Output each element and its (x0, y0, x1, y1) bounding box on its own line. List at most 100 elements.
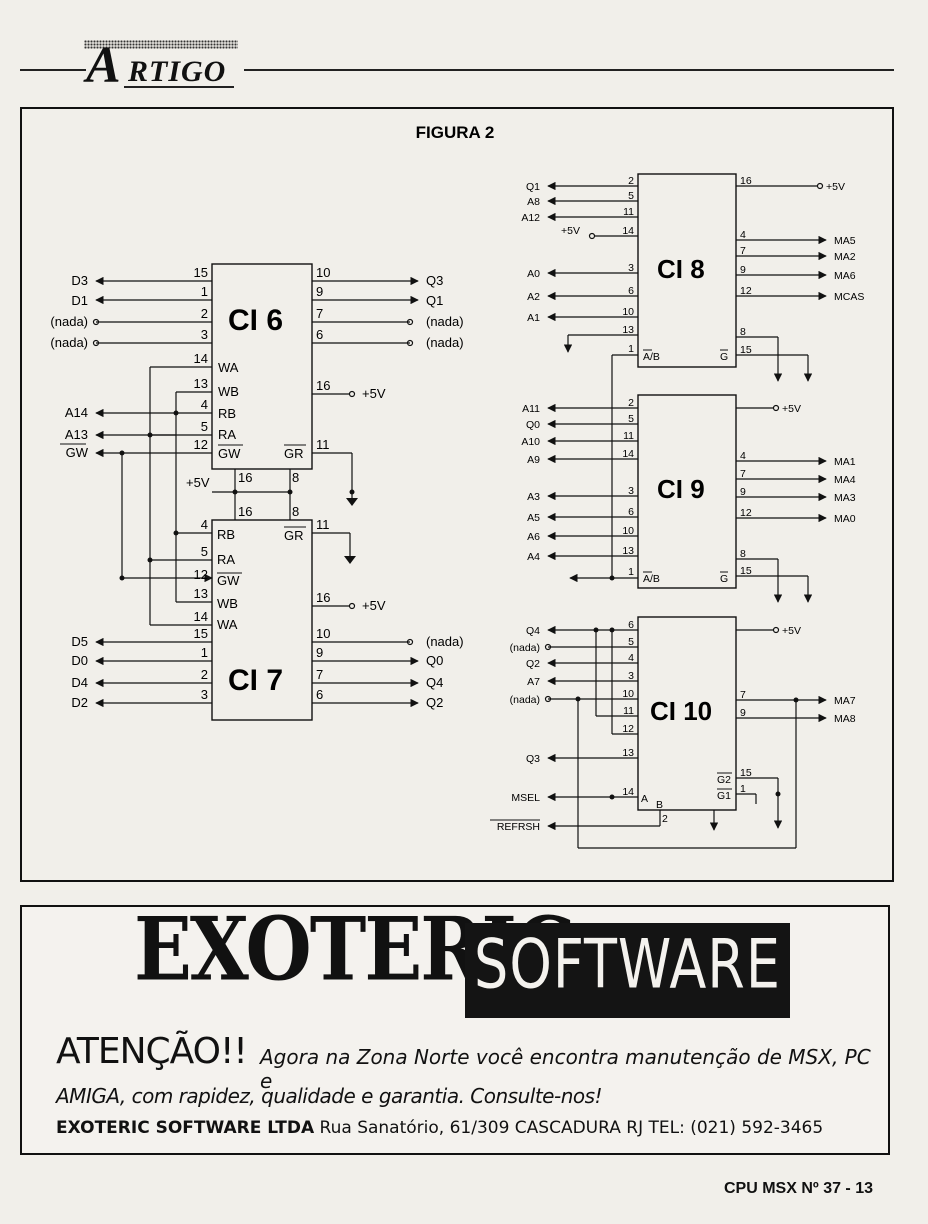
ci8-in-4: A0 (527, 268, 540, 280)
ci7-out-2: Q4 (426, 675, 443, 690)
ad-attention: ATENÇÃO!! (56, 1031, 248, 1072)
ci8-pin: 10 (622, 306, 634, 318)
ad-company: EXOTERIC SOFTWARE LTDA (56, 1118, 315, 1138)
ci10-pin: 14 (622, 786, 634, 798)
ci6-in-3: (nada) (50, 335, 88, 350)
ci8-pin: 3 (628, 262, 634, 274)
ci7-pinname: WB (217, 596, 238, 611)
ci6-labels: D3 D1 (nada) (nada) A14 A13 GW 15 1 2 3 … (50, 265, 463, 519)
ci10-in-4: (nada) (510, 694, 540, 706)
plus5v-ci10: +5V (782, 625, 801, 637)
ci9-out-1: MA4 (834, 474, 856, 486)
logo-halftone (84, 40, 238, 49)
ci9-pin: 14 (622, 448, 634, 460)
ci7-in-3: D2 (71, 695, 88, 710)
ci6-pin: 3 (201, 327, 208, 342)
ci9-wires (547, 403, 827, 603)
ci6-ctrl-2: GW (66, 445, 89, 460)
logo-underline (124, 86, 234, 88)
ci9-pin: 9 (740, 486, 746, 498)
ci8-labels: Q1 A8 A12 +5V A0 A2 A1 2 5 11 14 3 6 10 … (521, 175, 864, 363)
ci9-pin: 15 (740, 565, 752, 577)
ci7-name: CI 7 (228, 664, 283, 697)
ci8-ab: A/B (643, 351, 660, 363)
ci8-out-1: MA2 (834, 251, 856, 263)
ci8-pin: 1 (628, 343, 634, 355)
ci7-pin: 9 (316, 645, 323, 660)
ci9-pin: 12 (740, 507, 752, 519)
ci10-wires (547, 625, 827, 849)
ci7-pinname: RB (217, 527, 235, 542)
ci10-out-0: MA7 (834, 695, 856, 707)
ci7-body (211, 519, 313, 721)
ci9-pin: 6 (628, 506, 634, 518)
ci6-ctrl-0: A14 (65, 405, 88, 420)
ci7-pin: 4 (201, 517, 208, 532)
ad-brand-software: SOFTWARE (474, 924, 781, 1004)
ci10-in-2: Q2 (526, 658, 540, 670)
ci6-pin: 13 (194, 376, 208, 391)
ci6-pin: 9 (316, 284, 323, 299)
ci6-out-0: Q3 (426, 273, 443, 288)
ci6-pinname: RA (218, 427, 236, 442)
ci10-pin: 13 (622, 747, 634, 759)
ci8-pin: 5 (628, 190, 634, 202)
ci7-gr: GR (284, 528, 304, 543)
ad-text-line2: AMIGA, com rapidez, qualidade e garantia… (56, 1084, 603, 1108)
ci9-pin: 3 (628, 485, 634, 497)
ci7-pinname: RA (217, 552, 235, 567)
ci6-pin: 8 (292, 470, 299, 485)
ci10-name: CI 10 (650, 696, 712, 726)
ci6-pin: 11 (316, 437, 330, 452)
ci8-pin: 14 (622, 225, 634, 237)
ci6-pin: 15 (194, 265, 208, 280)
ci7-wires (95, 532, 419, 708)
logo-word: RTIGO (128, 55, 227, 88)
ci7-pin: 10 (316, 626, 330, 641)
ci8-pin: 16 (740, 175, 752, 187)
ci6-pin: 14 (194, 351, 208, 366)
ci9-body (637, 394, 737, 589)
figure-title: FIGURA 2 (416, 123, 495, 142)
ci6-pinname: WB (218, 384, 239, 399)
ci6-in-1: D1 (71, 293, 88, 308)
section-logo: A RTIGO (84, 37, 244, 94)
ci8-pin: 9 (740, 264, 746, 276)
ci9-out-0: MA1 (834, 456, 856, 468)
ci9-in-7: A4 (527, 551, 540, 563)
ci9-labels: A11 Q0 A10 A9 A3 A5 A6 A4 2 5 11 14 3 6 … (521, 397, 855, 585)
ci10-in-5: Q3 (526, 753, 540, 765)
ci10-pin: 15 (740, 767, 752, 779)
ci7-pin: 7 (316, 667, 323, 682)
ci9-out-2: MA3 (834, 492, 856, 504)
ci9-pin: 7 (740, 468, 746, 480)
ci9-in-5: A5 (527, 512, 540, 524)
ci10-g2: G2 (717, 774, 731, 786)
ci10-in-1: (nada) (510, 642, 540, 654)
logo-initial: A (86, 37, 121, 94)
ci8-pin: 13 (622, 324, 634, 336)
ad-software-banner (465, 923, 790, 1018)
ci10-g1: G1 (717, 790, 731, 802)
ci7-in-1: D0 (71, 653, 88, 668)
ci7-out-3: Q2 (426, 695, 443, 710)
ci9-in-6: A6 (527, 531, 540, 543)
ci9-in-0: A11 (522, 403, 540, 415)
ci10-pin: 6 (628, 619, 634, 631)
ci8-in-2: A12 (521, 212, 540, 224)
ci6-in-2: (nada) (50, 314, 88, 329)
ci8-pin: 15 (740, 344, 752, 356)
ci8-g: G (720, 351, 728, 363)
ci9-pin: 13 (622, 545, 634, 557)
ci7-pin: 11 (316, 517, 330, 532)
ci7-pin: 8 (292, 504, 299, 519)
ci9-in-4: A3 (527, 491, 540, 503)
ci10-junctions (575, 627, 799, 800)
ci8-in-6: A1 (527, 312, 540, 324)
ci6-gr: GR (284, 446, 304, 461)
ci6-pin: 5 (201, 419, 208, 434)
ci10-pin: 3 (628, 670, 634, 682)
ci9-in-3: A9 (527, 454, 540, 466)
ci10-pin: 5 (628, 636, 634, 648)
ci6-pin: 7 (316, 306, 323, 321)
